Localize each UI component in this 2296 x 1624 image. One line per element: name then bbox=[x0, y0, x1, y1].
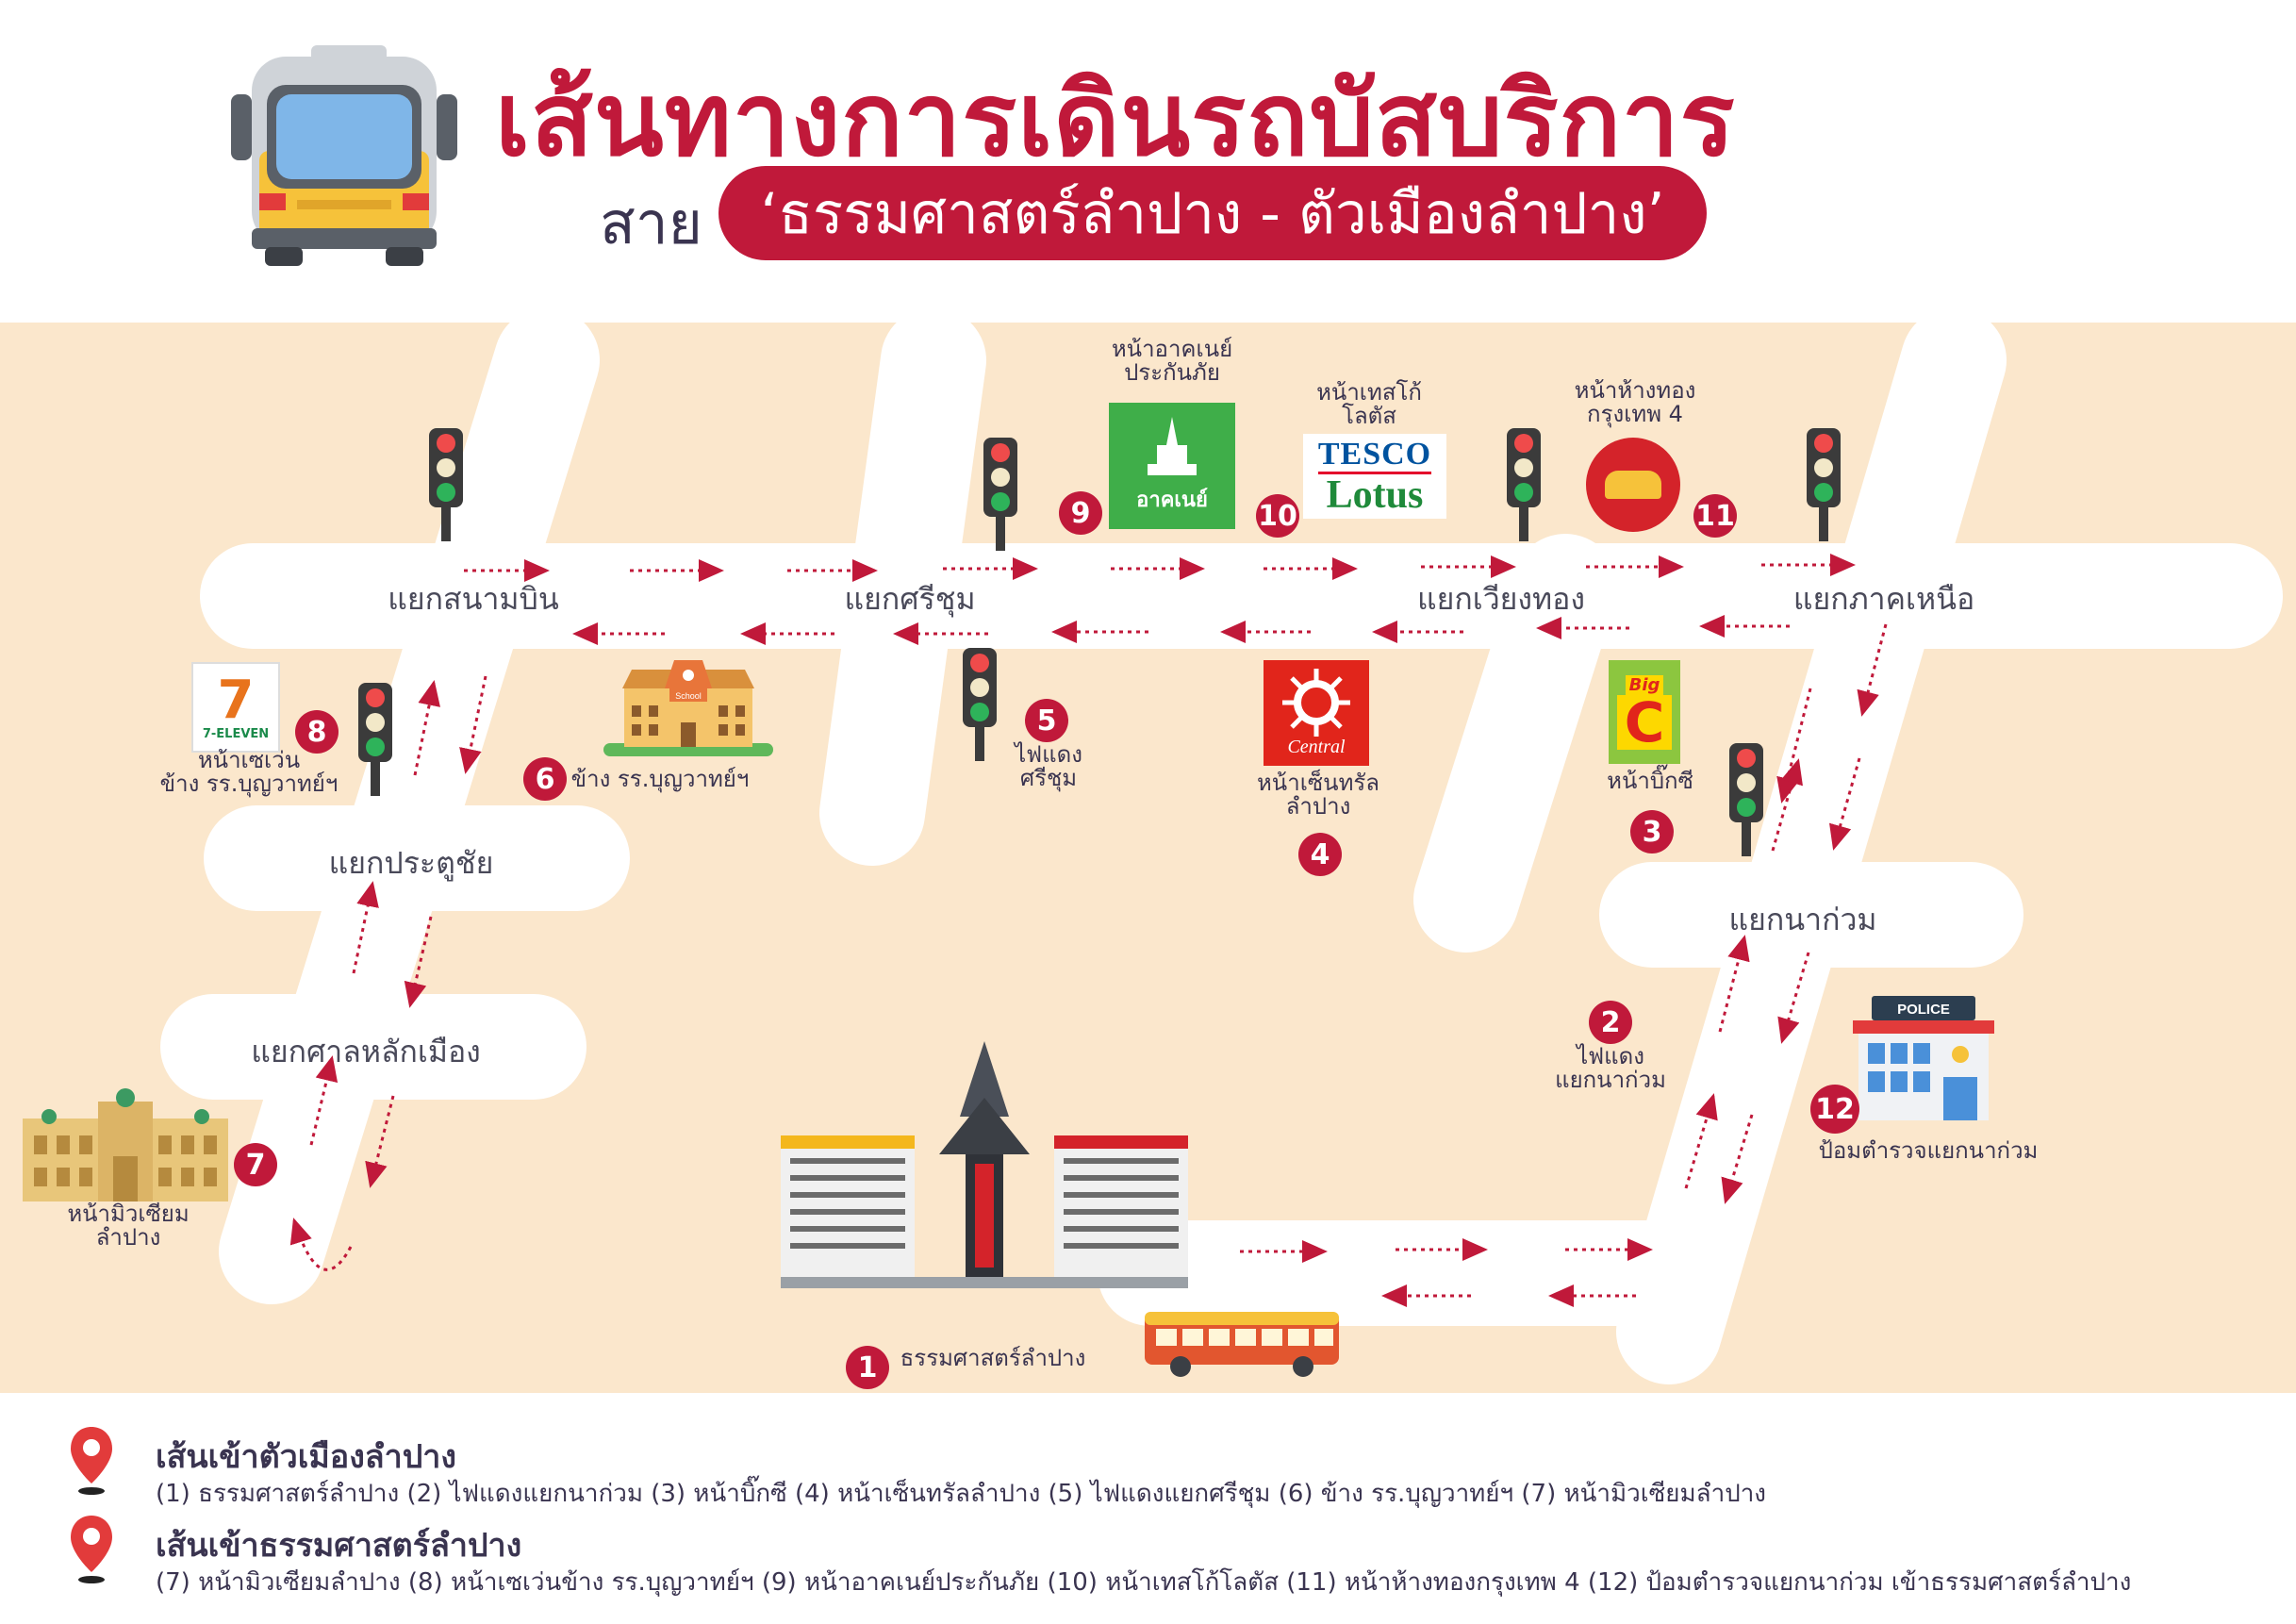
intersection-label-sanlakmueang: แยกศาลหลักเมือง bbox=[251, 1034, 481, 1069]
stop-number-6: 6 bbox=[523, 757, 567, 801]
stop-caption-1: ธรรมศาสตร์ลำปาง bbox=[900, 1345, 1086, 1371]
stop-caption-9: หน้าอาคเนย์ ประกันภัย bbox=[1111, 336, 1233, 387]
legend-inbound-title: เส้นเข้าตัวเมืองลำปาง bbox=[156, 1438, 456, 1476]
stop-caption-6: ข้าง รร.บุญวาทย์ฯ bbox=[570, 766, 750, 792]
intersection-label-naokuam: แยกนาก่วม bbox=[1728, 902, 1877, 937]
stop-caption-2: ไฟแดง แยกนาก่วม bbox=[1555, 1043, 1666, 1094]
intersection-label-phakhnuea: แยกภาคเหนือ bbox=[1792, 581, 1975, 617]
stop-caption-11: หน้าห้างทอง กรุงเทพ 4 bbox=[1574, 377, 1696, 428]
route-map: แยกสนามบิน แยกศรีชุม แยกเวียงทอง แยกภาคเ… bbox=[0, 323, 2296, 1393]
bangkok-gold-logo bbox=[1586, 438, 1680, 532]
stop-caption-8: หน้าเซเว่น ข้าง รร.บุญวาทย์ฯ bbox=[159, 747, 339, 798]
intersection-label-pratuchai: แยกประตูชัย bbox=[328, 845, 494, 881]
police-station-icon: POLICE bbox=[1853, 996, 1994, 1120]
stop-number-8: 8 bbox=[295, 710, 339, 754]
central-emblem-icon bbox=[1282, 668, 1350, 737]
stop-number-4: 4 bbox=[1298, 833, 1342, 876]
intersection-label-sanambin: แยกสนามบิน bbox=[388, 581, 559, 617]
school-building-icon: School bbox=[603, 660, 773, 756]
stop-number-9: 9 bbox=[1059, 491, 1102, 535]
stop-number-7: 7 bbox=[234, 1143, 277, 1186]
legend: เส้นเข้าตัวเมืองลำปาง (1) ธรรมศาสตร์ลำปา… bbox=[0, 1393, 2296, 1624]
traffic-light-icon bbox=[1507, 428, 1541, 541]
red-bus-icon bbox=[1145, 1312, 1339, 1377]
page-title: เส้นทางการเดินรถบัสบริการ bbox=[495, 61, 1736, 179]
traffic-light-icon bbox=[983, 438, 1017, 551]
stop-caption-10: หน้าเทสโก้ โลตัส bbox=[1316, 379, 1422, 430]
stop-number-10: 10 bbox=[1256, 494, 1299, 538]
traffic-light-icon bbox=[1807, 428, 1841, 541]
traffic-light-icon bbox=[429, 428, 463, 541]
tesco-lotus-logo: TESCO Lotus bbox=[1303, 434, 1446, 519]
intersection-label-wiangthong: แยกเวียงทอง bbox=[1417, 581, 1585, 617]
traffic-light-icon bbox=[963, 648, 997, 761]
museum-building-icon bbox=[23, 1088, 228, 1201]
temple-icon bbox=[1148, 416, 1197, 475]
traffic-light-icon bbox=[358, 683, 392, 796]
route-name-badge: ‘ธรรมศาสตร์ลำปาง - ตัวเมืองลำปาง’ bbox=[719, 166, 1707, 260]
intersection-label-srichum: แยกศรีชุม bbox=[844, 581, 976, 617]
stop-number-1: 1 bbox=[846, 1346, 889, 1389]
school-label: School bbox=[675, 691, 702, 701]
header: เส้นทางการเดินรถบัสบริการ สาย ‘ธรรมศาสตร… bbox=[0, 0, 2296, 323]
akhanay-logo: อาคเนย์ bbox=[1109, 403, 1235, 529]
stop-caption-7: หน้ามิวเซียม ลำปาง bbox=[67, 1201, 190, 1251]
stop-number-2: 2 bbox=[1589, 1001, 1632, 1044]
big-c-logo: Big C bbox=[1609, 660, 1680, 764]
traffic-light-icon bbox=[1729, 743, 1763, 856]
legend-outbound-title: เส้นเข้าธรรมศาสตร์ลำปาง bbox=[156, 1527, 522, 1565]
location-pin-icon bbox=[71, 1427, 112, 1495]
stop-caption-12: ป้อมตำรวจแยกนาก่วม bbox=[1818, 1137, 2039, 1164]
stop-number-3: 3 bbox=[1630, 810, 1674, 853]
central-logo: Central bbox=[1264, 660, 1369, 766]
seven-eleven-logo: 7 7-ELEVEN bbox=[191, 662, 280, 753]
university-tower-icon bbox=[781, 1041, 1188, 1288]
police-sign-label: POLICE bbox=[1897, 1002, 1950, 1018]
bus-icon bbox=[231, 45, 457, 266]
subtitle-prefix: สาย bbox=[600, 189, 702, 257]
location-pin-icon bbox=[71, 1516, 112, 1583]
legend-outbound-text: (7) หน้ามิวเซียมลำปาง (8) หน้าเซเว่นข้าง… bbox=[156, 1568, 2132, 1597]
stop-caption-5: ไฟแดง ศรีชุม bbox=[1015, 741, 1082, 792]
stop-caption-4: หน้าเซ็นทรัล ลำปาง bbox=[1256, 770, 1380, 820]
road-network bbox=[160, 323, 2283, 1384]
legend-inbound-text: (1) ธรรมศาสตร์ลำปาง (2) ไฟแดงแยกนาก่วม (… bbox=[156, 1480, 1766, 1508]
stop-number-11: 11 bbox=[1693, 494, 1737, 538]
stop-number-5: 5 bbox=[1025, 699, 1068, 742]
stop-caption-3: หน้าบิ๊กซี bbox=[1607, 768, 1693, 794]
stop-number-12: 12 bbox=[1810, 1085, 1859, 1134]
